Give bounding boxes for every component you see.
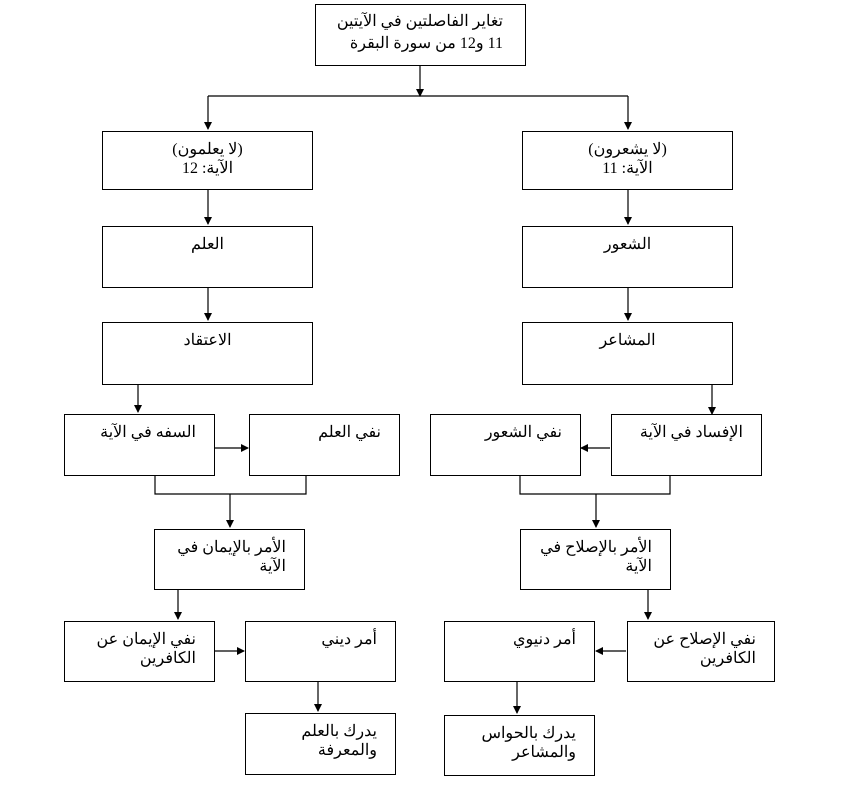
left-perception-line1: يدرك بالعلم [301, 723, 377, 740]
right-corruption-label: الإفساد في الآية [639, 424, 743, 441]
left-command-box: الأمر بالإيمان في الآية [154, 529, 305, 590]
right-corruption-box: الإفساد في الآية [611, 414, 762, 476]
right-verse-line2: الآية: 11 [602, 160, 653, 177]
left-verse-line2: الآية: 12 [181, 160, 234, 177]
right-sense-label: الشعور [603, 236, 652, 253]
left-knowledge-label: العلم [191, 236, 224, 253]
right-negation-box: نفي الشعور [430, 414, 581, 476]
right-command-line2: الآية [625, 558, 652, 575]
root-line2: 11 و12 من سورة البقرة [349, 35, 503, 52]
right-negation-label: نفي الشعور [484, 424, 562, 441]
left-negation2-line1: نفي الإيمان عن [96, 631, 196, 648]
right-command-box: الأمر بالإصلاح في الآية [520, 529, 671, 590]
left-perception-line2: والمعرفة [317, 742, 377, 759]
right-perception-line1: يدرك بالحواس [481, 725, 576, 742]
left-folly-box: السفه في الآية [64, 414, 215, 476]
root-line1: تغاير الفاصلتين في الآيتين [336, 13, 503, 30]
left-verse-line1: (لا يعلمون) [172, 141, 243, 158]
bracket-left [154, 476, 307, 495]
right-feelings-box: المشاعر [522, 322, 733, 385]
left-command-line2: الآية [259, 558, 286, 575]
right-perception-line2: والمشاعر [512, 744, 576, 761]
left-verse-box: (لا يعلمون) الآية: 12 [102, 131, 313, 190]
left-perception-box: يدرك بالعلم والمعرفة [245, 713, 396, 775]
left-type-box: أمر ديني [245, 621, 396, 682]
right-feelings-label: المشاعر [599, 332, 656, 349]
right-negation2-line1: نفي الإصلاح عن [653, 631, 756, 648]
right-type-label: أمر دنيوي [512, 631, 576, 648]
right-sense-box: الشعور [522, 226, 733, 288]
left-folly-label: السفه في الآية [100, 424, 196, 441]
left-negation-box: نفي العلم [249, 414, 400, 476]
right-negation2-box: نفي الإصلاح عن الكافرين [627, 621, 775, 682]
bracket-right [519, 476, 671, 495]
right-command-line1: الأمر بالإصلاح في [540, 539, 652, 556]
right-negation2-line2: الكافرين [699, 650, 756, 667]
left-belief-label: الاعتقاد [183, 332, 232, 349]
left-command-line1: الأمر بالإيمان في [177, 539, 286, 556]
right-verse-line1: (لا يشعرون) [588, 141, 667, 158]
right-perception-box: يدرك بالحواس والمشاعر [444, 715, 595, 776]
left-knowledge-box: العلم [102, 226, 313, 288]
left-negation2-line2: الكافرين [139, 650, 196, 667]
left-negation-label: نفي العلم [318, 424, 381, 441]
right-type-box: أمر دنيوي [444, 621, 595, 682]
right-verse-box: (لا يشعرون) الآية: 11 [522, 131, 733, 190]
left-type-label: أمر ديني [321, 631, 377, 648]
left-negation2-box: نفي الإيمان عن الكافرين [64, 621, 215, 682]
root-box: تغاير الفاصلتين في الآيتين 11 و12 من سور… [315, 4, 526, 66]
left-belief-box: الاعتقاد [102, 322, 313, 385]
